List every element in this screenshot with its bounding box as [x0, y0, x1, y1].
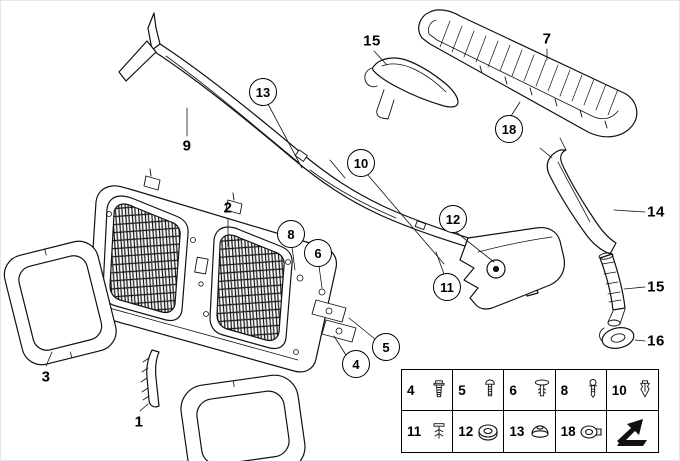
nozzle-part16-drawing [599, 308, 635, 349]
callout-5[interactable]: 5 [372, 333, 400, 361]
callout-9[interactable]: 9 [182, 137, 192, 155]
gutter-trim-part14-drawing [539, 137, 617, 255]
fastener-legend-table: 4 5 6 8 [401, 369, 659, 453]
callout-3[interactable]: 3 [41, 368, 51, 386]
grille-surround-bottom-drawing [180, 374, 306, 461]
leader-lines [45, 48, 646, 412]
expansion-clip-icon [640, 380, 650, 398]
callout-15-right[interactable]: 15 [647, 278, 665, 296]
washer-icon [478, 423, 498, 441]
push-rivet-icon [534, 379, 549, 397]
legend-cell-direction-arrow [607, 411, 658, 452]
cowl-trim-part9-drawing [118, 12, 539, 297]
legend-num-10: 10 [611, 382, 627, 398]
callout-16[interactable]: 16 [647, 332, 665, 350]
kidney-grille-part2-drawing [89, 168, 357, 373]
grommet-icon [531, 424, 549, 438]
trim-strip-part1-drawing [140, 349, 160, 408]
legend-cell-11[interactable]: 11 [402, 411, 454, 452]
callout-7[interactable]: 7 [542, 30, 552, 48]
legend-cell-12[interactable]: 12 [453, 411, 505, 452]
callout-1[interactable]: 1 [134, 413, 144, 431]
callout-14[interactable]: 14 [647, 203, 665, 221]
callout-15-top[interactable]: 15 [363, 32, 381, 50]
push-clip-icon [433, 422, 445, 439]
legend-num-8: 8 [560, 382, 569, 398]
cover-part15-top-drawing [364, 57, 459, 120]
callout-13[interactable]: 13 [249, 78, 277, 106]
legend-num-4: 4 [407, 382, 415, 398]
callout-11[interactable]: 11 [433, 273, 461, 301]
callout-2[interactable]: 2 [223, 199, 233, 217]
clamp-nut-icon [580, 424, 602, 439]
forward-direction-arrow-icon [617, 418, 648, 446]
callout-6[interactable]: 6 [304, 239, 332, 267]
hose-part15-right-drawing [598, 252, 626, 311]
legend-cell-13[interactable]: 13 [504, 411, 556, 452]
legend-num-6: 6 [509, 382, 517, 398]
callout-4[interactable]: 4 [342, 350, 370, 378]
cowl-end-part12-drawing [459, 226, 566, 310]
legend-cell-6[interactable]: 6 [504, 370, 556, 411]
callout-8[interactable]: 8 [277, 220, 305, 248]
legend-num-13: 13 [509, 424, 525, 439]
sealing-strip-part7-drawing [418, 9, 638, 138]
legend-cell-4[interactable]: 4 [402, 370, 454, 411]
legend-num-12: 12 [458, 424, 474, 439]
pan-head-screw-icon [485, 379, 496, 397]
legend-num-11: 11 [407, 424, 422, 439]
round-head-screw-icon [588, 379, 597, 398]
legend-cell-18[interactable]: 18 [556, 411, 607, 452]
callout-18[interactable]: 18 [495, 115, 523, 143]
legend-cell-8[interactable]: 8 [555, 370, 607, 411]
legend-cell-10[interactable]: 10 [606, 370, 658, 411]
legend-num-18: 18 [560, 424, 576, 439]
callout-10[interactable]: 10 [347, 149, 375, 177]
legend-cell-5[interactable]: 5 [453, 370, 505, 411]
legend-num-5: 5 [458, 382, 466, 398]
hex-head-screw-icon [433, 380, 445, 398]
callout-12[interactable]: 12 [439, 205, 467, 233]
grille-surround-part3-drawing [3, 240, 117, 366]
